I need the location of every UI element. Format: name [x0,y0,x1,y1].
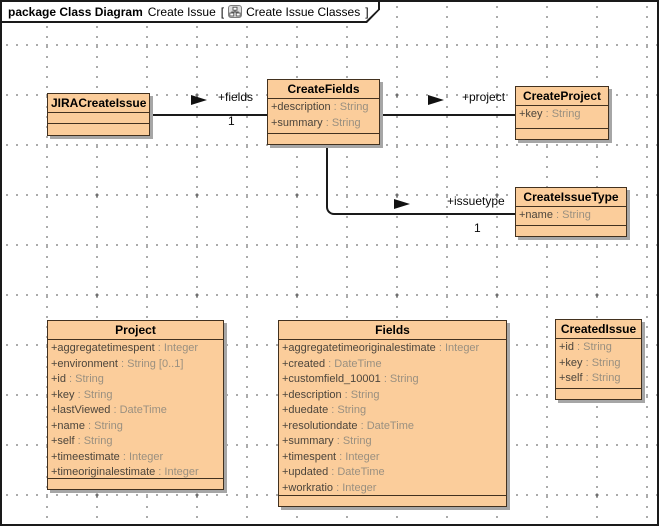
class-name: CreateProject [522,89,602,103]
package-keyword-title: package Class Diagram [8,4,143,19]
diagram-context-name: Create Issue [147,4,216,19]
attribute[interactable]: +workratio : Integer [282,481,377,494]
class-name: Fields [375,323,410,337]
class-box-jiracreateissue[interactable]: JIRACreateIssue [47,93,150,136]
attributes-compartment: +key : String [516,105,608,128]
bracket-open: [ [220,4,225,19]
attribute[interactable]: +key : String [559,356,621,369]
role-label-issuetype[interactable]: +issuetype [447,194,505,208]
attributes-compartment [48,112,149,123]
attribute[interactable]: +environment : String [0..1] [51,357,184,370]
attribute[interactable]: +timespent : Integer [282,450,380,463]
attribute[interactable]: +updated : DateTime [282,466,385,478]
attribute[interactable]: +description : String [282,388,380,401]
package-header-tab: package Class Diagram Create Issue [ Cre… [0,0,380,23]
class-name: Project [115,323,156,337]
role-label-project[interactable]: +project [462,90,506,104]
class-name: CreatedIssue [560,322,637,336]
class-box-createproject[interactable]: CreateProject +key : String [515,86,609,140]
association-fields-line[interactable] [150,114,267,116]
attribute[interactable]: +description : String [271,101,369,113]
association-project-line[interactable] [380,114,515,116]
operations-compartment [48,478,223,489]
attribute[interactable]: +created : DateTime [282,357,382,370]
attributes-compartment: +id : String +key : String +self : String [556,338,641,388]
attribute[interactable]: +summary : String [282,435,372,447]
attribute[interactable]: +name : String [51,419,123,432]
class-name: JIRACreateIssue [51,96,147,110]
navigability-arrow-fields [191,95,207,105]
class-diagram-icon [228,5,242,21]
class-name: CreateFields [287,82,360,96]
attribute[interactable]: +summary : String [271,116,361,129]
operations-compartment [279,495,506,506]
attribute[interactable]: +name : String [519,209,591,221]
class-box-project[interactable]: Project +aggregatetimespent : Integer +en… [47,320,224,490]
class-box-createdissue[interactable]: CreatedIssue +id : String +key : String +s… [555,319,642,400]
operations-compartment [268,133,379,144]
attribute[interactable]: +self : String [51,435,113,447]
attributes-compartment: +description : String +summary : String [268,98,379,133]
class-name: CreateIssueType [523,190,619,204]
package-header-content: package Class Diagram Create Issue [ Cre… [2,2,378,21]
class-box-createissuetype[interactable]: CreateIssueType +name : String [515,187,627,237]
attribute[interactable]: +lastViewed : DateTime [51,404,167,416]
attributes-compartment: +aggregatetimeoriginalestimate : Integer… [279,339,506,495]
operations-compartment [556,388,641,399]
attribute[interactable]: +id : String [51,373,104,385]
attributes-compartment: +name : String [516,206,626,225]
attributes-compartment: +aggregatetimespent : Integer +environmen… [48,339,223,478]
class-box-fields[interactable]: Fields +aggregatetimeoriginalestimate : … [278,320,507,507]
attribute[interactable]: +id : String [559,341,612,353]
attribute[interactable]: +aggregatetimeoriginalestimate : Integer [282,342,480,354]
attribute[interactable]: +resolutiondate : DateTime [282,419,414,432]
bracket-close: ] [365,4,369,19]
attribute[interactable]: +timeoriginalestimate : Integer [51,466,199,478]
operations-compartment [48,123,149,135]
multiplicity-fields[interactable]: 1 [228,114,235,128]
attribute[interactable]: +customfield_10001 : String [282,373,419,385]
attribute[interactable]: +key : String [519,108,581,120]
class-box-createfields[interactable]: CreateFields +description : String +summa… [267,79,380,145]
association-issuetype-line[interactable] [326,145,515,215]
attribute[interactable]: +key : String [51,388,113,401]
operations-compartment [516,128,608,139]
role-label-fields[interactable]: +fields [218,90,254,104]
diagram-name: Create Issue Classes [246,4,361,19]
navigability-arrow-issuetype [394,199,410,209]
attribute[interactable]: +self : String [559,372,621,384]
operations-compartment [516,225,626,236]
attribute[interactable]: +timeestimate : Integer [51,450,164,463]
multiplicity-issuetype[interactable]: 1 [474,221,481,235]
attribute[interactable]: +aggregatetimespent : Integer [51,342,199,354]
attribute[interactable]: +duedate : String [282,404,367,416]
navigability-arrow-project [428,95,444,105]
